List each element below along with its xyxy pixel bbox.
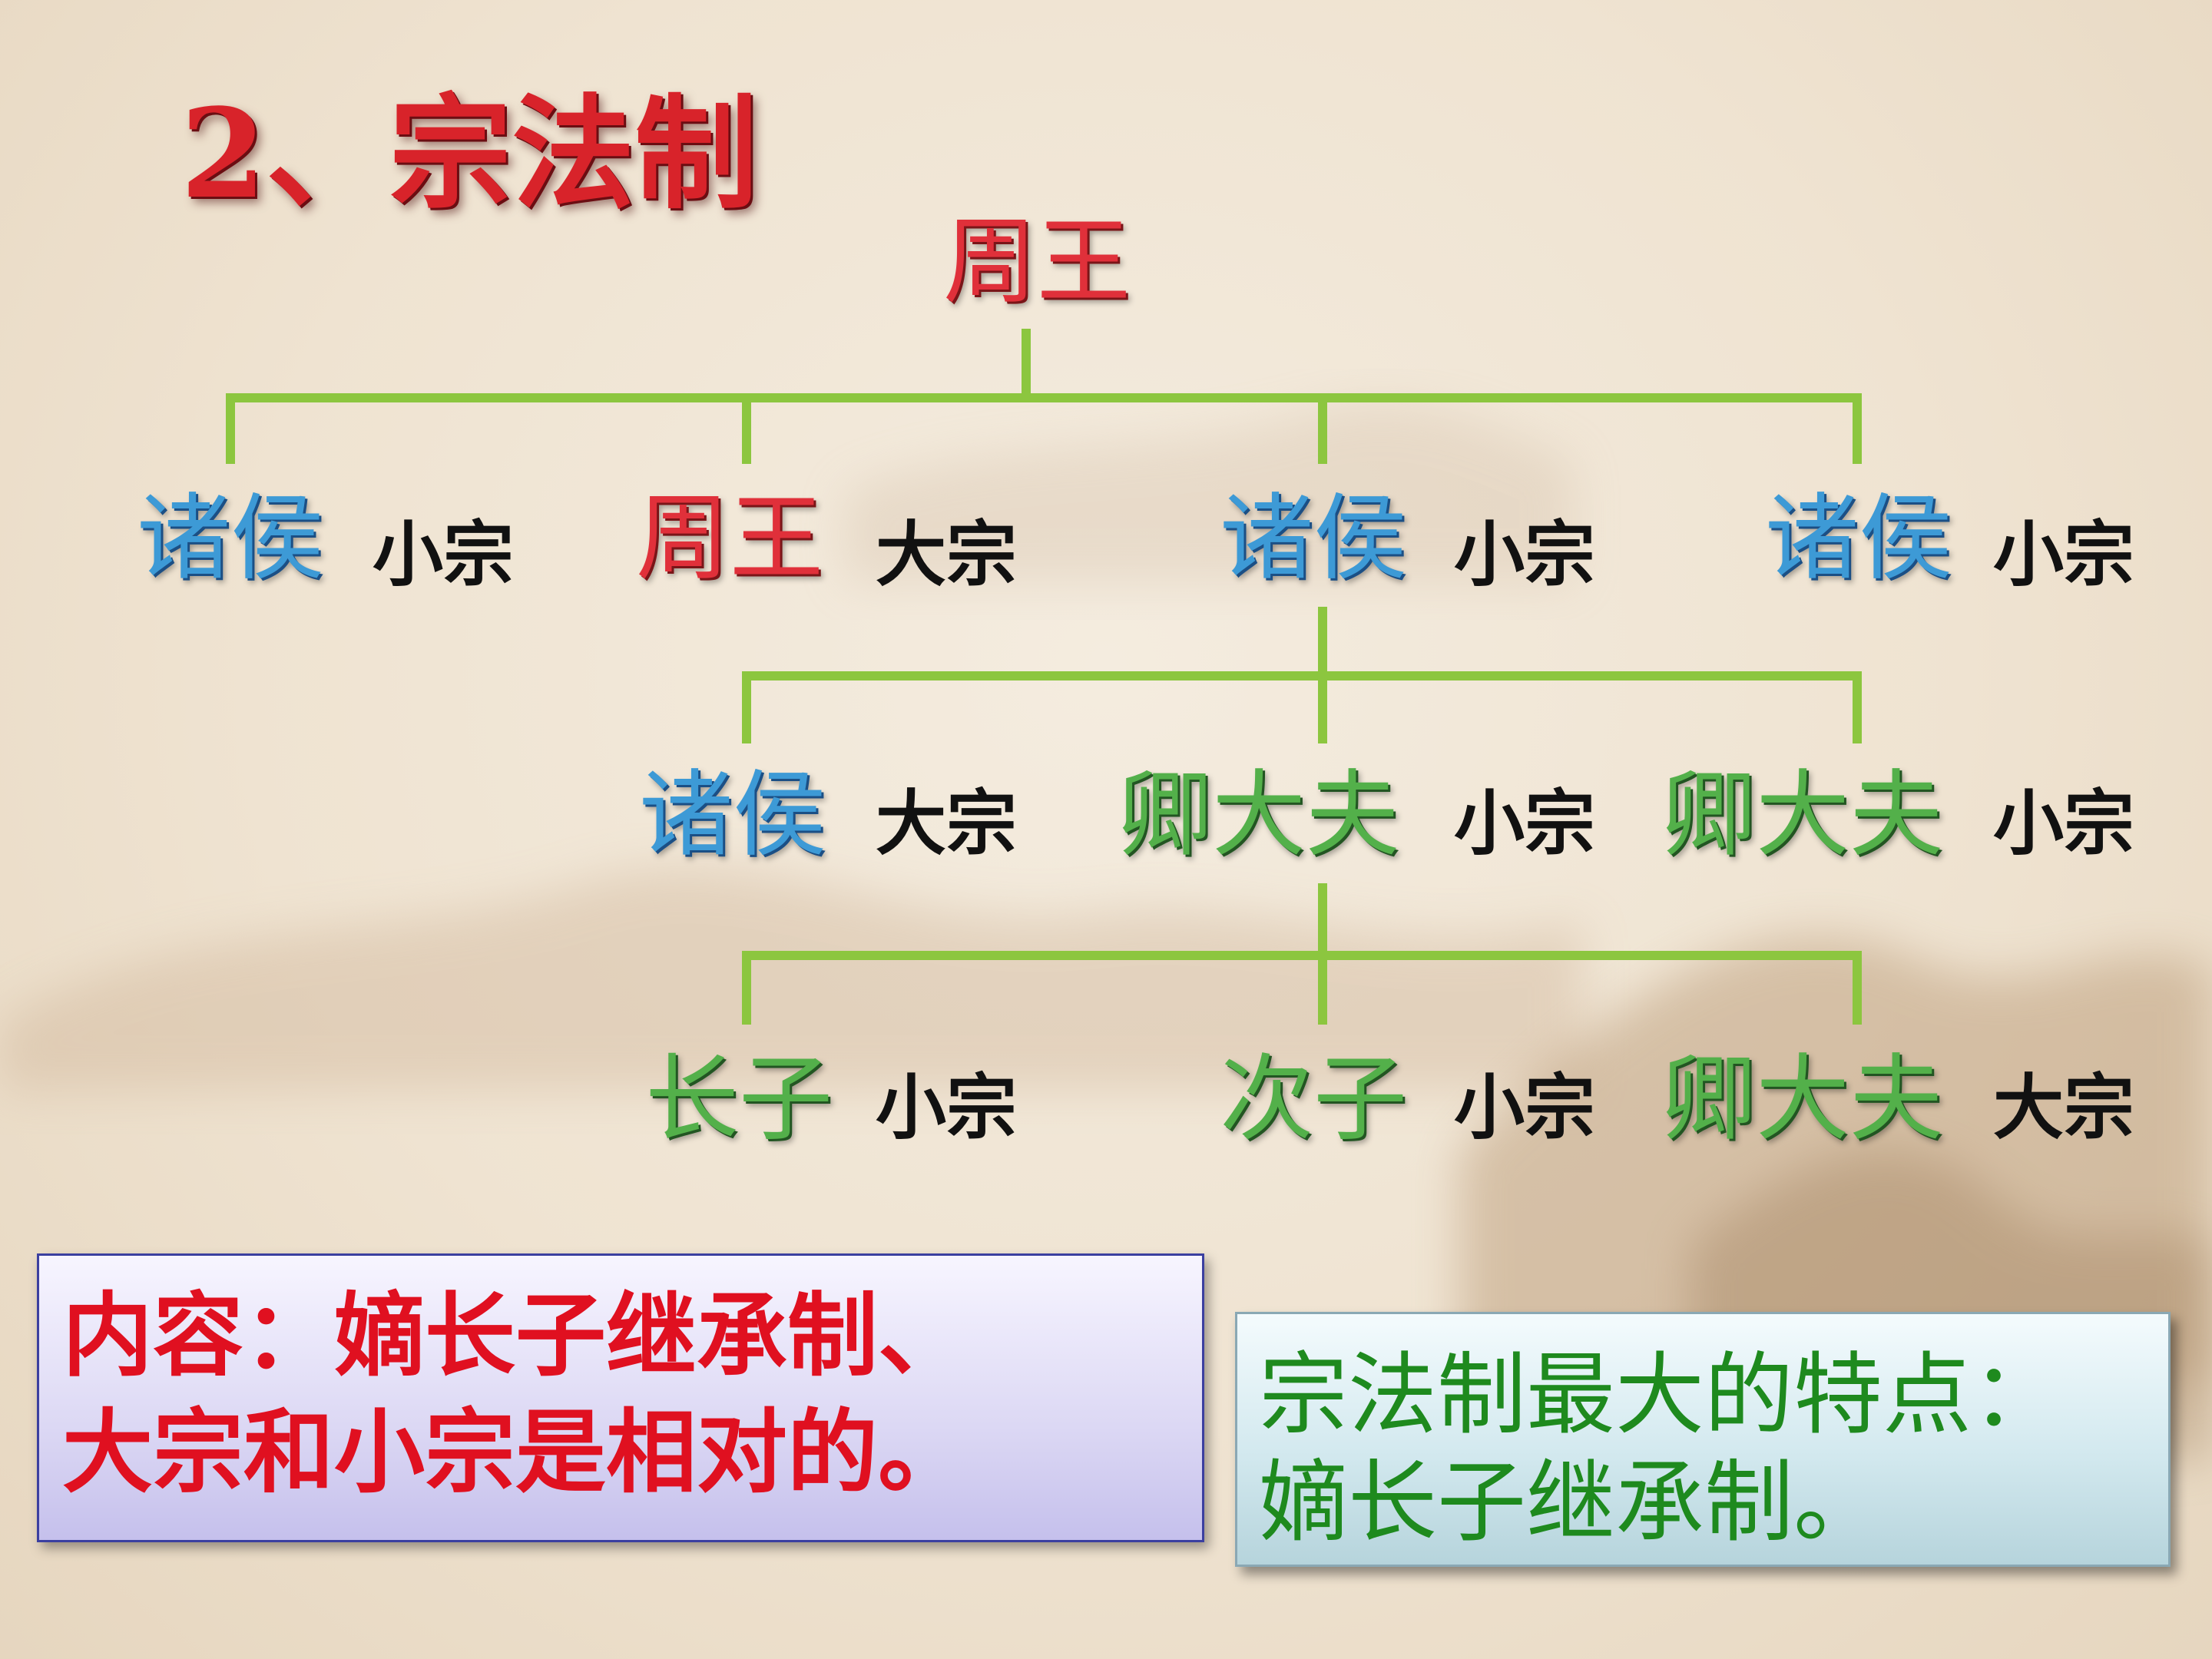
tree-node-row1-1: 诸侯 (137, 484, 324, 593)
feature-line-2: 嫡长子继承制。 (1259, 1451, 1883, 1555)
tree-node-row3-1: 长子 (645, 1045, 833, 1154)
tree-node-row1-2: 周王 (636, 484, 823, 593)
tree-node-root: 周王 (943, 207, 1131, 316)
tree-role-row1-1: 小宗 (373, 513, 515, 596)
content-summary-text: 内容：嫡长子继承制、 大宗和小宗是相对的。 (39, 1256, 1202, 1511)
tree-role-row1-3: 小宗 (1454, 513, 1596, 596)
tree-node-row1-4: 诸侯 (1765, 484, 1952, 593)
content-summary-box: 内容：嫡长子继承制、 大宗和小宗是相对的。 (37, 1253, 1204, 1542)
tree-role-row1-2: 大宗 (876, 513, 1018, 596)
slide-title: 2、宗法制 (180, 81, 758, 226)
feature-box: 宗法制最大的特点： 嫡长子继承制。 (1235, 1312, 2171, 1567)
content-summary-line-1: 内容：嫡长子继承制、 (62, 1283, 969, 1389)
tree-role-row2-3: 小宗 (1993, 782, 2135, 865)
content-summary-line-2: 大宗和小宗是相对的。 (62, 1399, 969, 1505)
tree-node-row3-3: 卿大夫 (1662, 1045, 1943, 1154)
tree-node-row2-2: 卿大夫 (1118, 760, 1399, 869)
tree-role-row3-3: 大宗 (1993, 1066, 2135, 1149)
feature-line-1: 宗法制最大的特点： (1259, 1343, 2061, 1447)
feature-text: 宗法制最大的特点： 嫡长子继承制。 (1237, 1314, 2168, 1557)
tree-node-row2-1: 诸侯 (639, 760, 826, 869)
tree-role-row2-1: 大宗 (876, 782, 1018, 865)
tree-role-row2-2: 小宗 (1454, 782, 1596, 865)
tree-role-row3-1: 小宗 (876, 1066, 1018, 1149)
tree-node-row2-3: 卿大夫 (1662, 760, 1943, 869)
tree-node-row3-2: 次子 (1220, 1045, 1407, 1154)
tree-role-row1-4: 小宗 (1993, 513, 2135, 596)
tree-node-row1-3: 诸侯 (1220, 484, 1407, 593)
tree-role-row3-2: 小宗 (1454, 1066, 1596, 1149)
